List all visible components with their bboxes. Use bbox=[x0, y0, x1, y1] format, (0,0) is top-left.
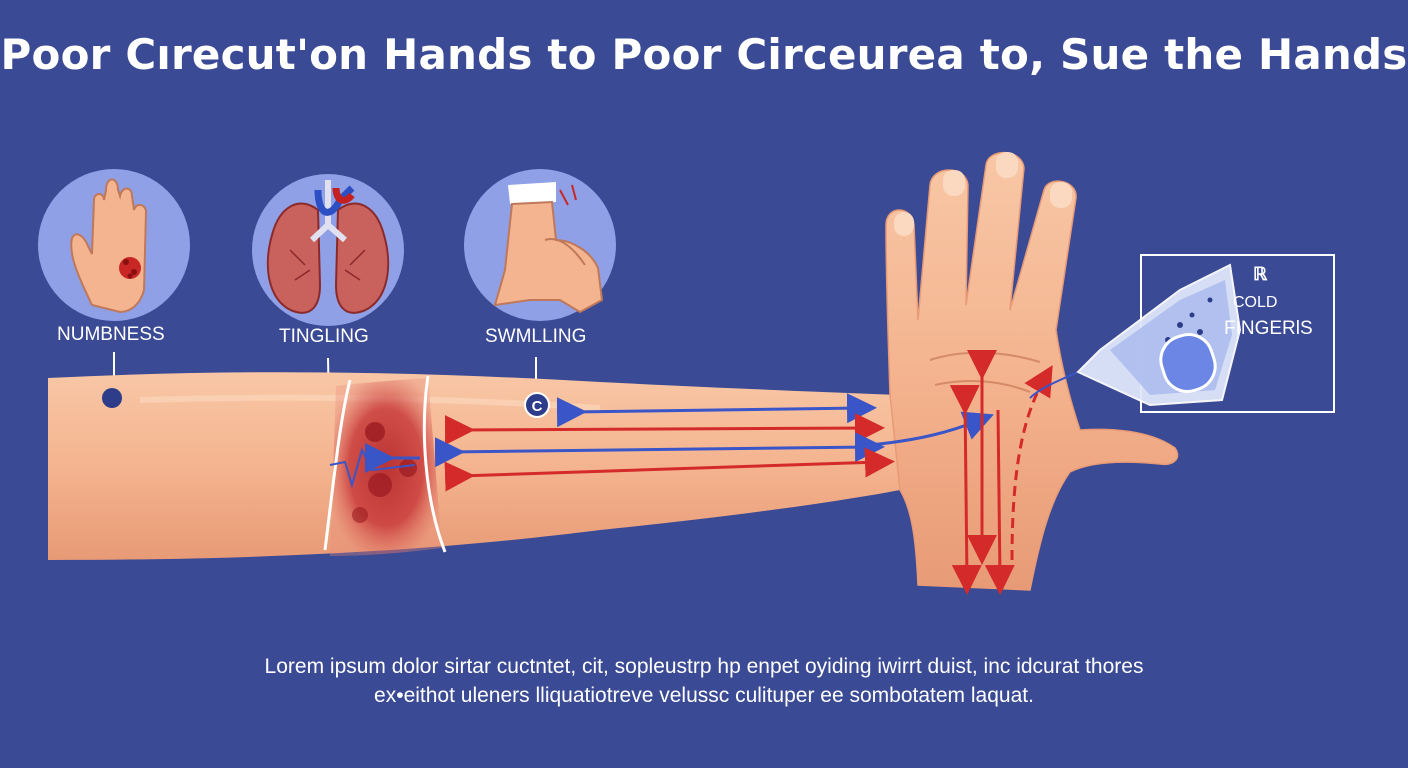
caption-line-2: ex•eithot uleners lliquatiotreve velussc… bbox=[374, 684, 1034, 707]
hands-bandage-icon bbox=[493, 182, 604, 314]
blood-flow-arrows bbox=[365, 393, 994, 492]
lungs-icon bbox=[266, 180, 390, 314]
cold-fingers-callout bbox=[1076, 254, 1335, 413]
symptom-label-numbness: NUMBNESS bbox=[57, 324, 165, 345]
callout-symbol: ℝ bbox=[1253, 264, 1268, 284]
page-title: Poor Cırecut'on Hands to Poor Circeurea … bbox=[0, 30, 1408, 79]
symptom-icon-tingling bbox=[252, 174, 404, 326]
swelling-marker-letter: C bbox=[532, 398, 543, 415]
caption-line-1: Lorem ipsum dolor sirtar cuctntet, cit, … bbox=[264, 655, 1144, 678]
symptom-icon-swelling bbox=[464, 169, 616, 321]
hand-rash-icon bbox=[70, 178, 148, 314]
symptom-icon-numbness bbox=[38, 169, 190, 321]
symptom-label-swelling: SWMLLING bbox=[485, 326, 587, 347]
numbness-marker-dot bbox=[102, 388, 122, 408]
callout-line-cold: COLD bbox=[1233, 294, 1278, 311]
constriction-area bbox=[323, 375, 447, 556]
caption: Lorem ipsum dolor sirtar cuctntet, cit, … bbox=[0, 652, 1408, 710]
hand-flow-arrows bbox=[949, 350, 1079, 595]
callout-line-fingers: FINGERlS bbox=[1224, 318, 1313, 339]
symptom-label-tingling: TINGLING bbox=[279, 326, 369, 347]
